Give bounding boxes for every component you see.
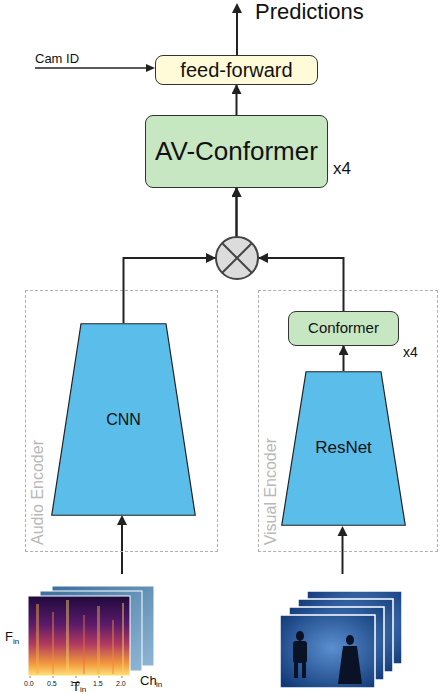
node-text: AV-Conformer <box>155 137 318 166</box>
output-label: Predictions <box>255 1 364 23</box>
trapezoid-shape <box>52 324 196 516</box>
group-heading: Visual Encoder <box>262 438 280 545</box>
input-arrow <box>342 535 344 574</box>
axis-label: F <box>5 630 13 643</box>
axis-subscript: in <box>156 681 162 689</box>
axis-ticks <box>30 676 122 678</box>
arrow-head <box>338 526 348 536</box>
input-label: Cam ID <box>35 52 79 65</box>
conformer-box: Conformer <box>288 311 399 346</box>
arrow-head <box>117 515 127 525</box>
tick-label: 0.0 <box>24 680 34 687</box>
axis-subscript: in <box>80 686 86 694</box>
arrow-head <box>206 253 216 263</box>
feed-forward-box: feed-forward <box>155 55 318 85</box>
tick-label: 0.5 <box>47 680 57 687</box>
axis-label: Ch <box>140 674 157 687</box>
trapezoid-shape <box>282 372 406 526</box>
arrow-head <box>232 3 242 13</box>
multiply-cross <box>222 243 252 273</box>
arrow-connector <box>124 188 237 323</box>
output-arrow <box>236 12 238 55</box>
multiply-cross <box>222 243 252 273</box>
video-figures <box>293 631 362 684</box>
encoder-group: Audio Encoder CNN <box>25 290 218 552</box>
tick-label: 1.0 <box>70 680 80 687</box>
spectrogram-layer <box>40 591 142 671</box>
multiply-operator <box>216 237 258 279</box>
arrow-connector <box>237 188 344 311</box>
axis-label: T <box>72 680 80 693</box>
group-heading: Audio Encoder <box>29 440 47 545</box>
tick-label: 2.0 <box>116 680 126 687</box>
resnet-trapezoid: ResNet <box>281 371 406 526</box>
spectrogram <box>28 596 130 676</box>
axis-subscript: in <box>13 638 19 646</box>
arrow-connector <box>343 346 345 371</box>
encoder-group: Visual Encoder ConformerResNet <box>258 290 438 552</box>
node-text: feed-forward <box>180 59 292 81</box>
video-frame <box>280 615 375 688</box>
input-line <box>35 67 146 69</box>
trapezoid-outline <box>51 323 196 516</box>
video-frame <box>307 591 402 664</box>
arrow-connector <box>236 85 238 115</box>
arrow-head <box>146 64 155 72</box>
node-text: Conformer <box>308 320 379 337</box>
arrow-head <box>258 253 268 263</box>
video-frame <box>289 607 384 680</box>
video-frame <box>298 599 393 672</box>
node-text: CNN <box>106 411 141 429</box>
input-arrow <box>121 524 123 574</box>
spectrogram-streaks <box>36 600 124 674</box>
trapezoid-outline <box>281 371 406 526</box>
node-text: ResNet <box>315 439 372 458</box>
spectrogram-layer <box>52 586 154 666</box>
repeat-count: x4 <box>403 345 418 359</box>
conformer-block: AV-Conformer <box>145 115 328 188</box>
tick-label: 1.5 <box>93 680 103 687</box>
repeat-count: x4 <box>333 160 351 177</box>
cnn-trapezoid: CNN <box>51 323 196 516</box>
